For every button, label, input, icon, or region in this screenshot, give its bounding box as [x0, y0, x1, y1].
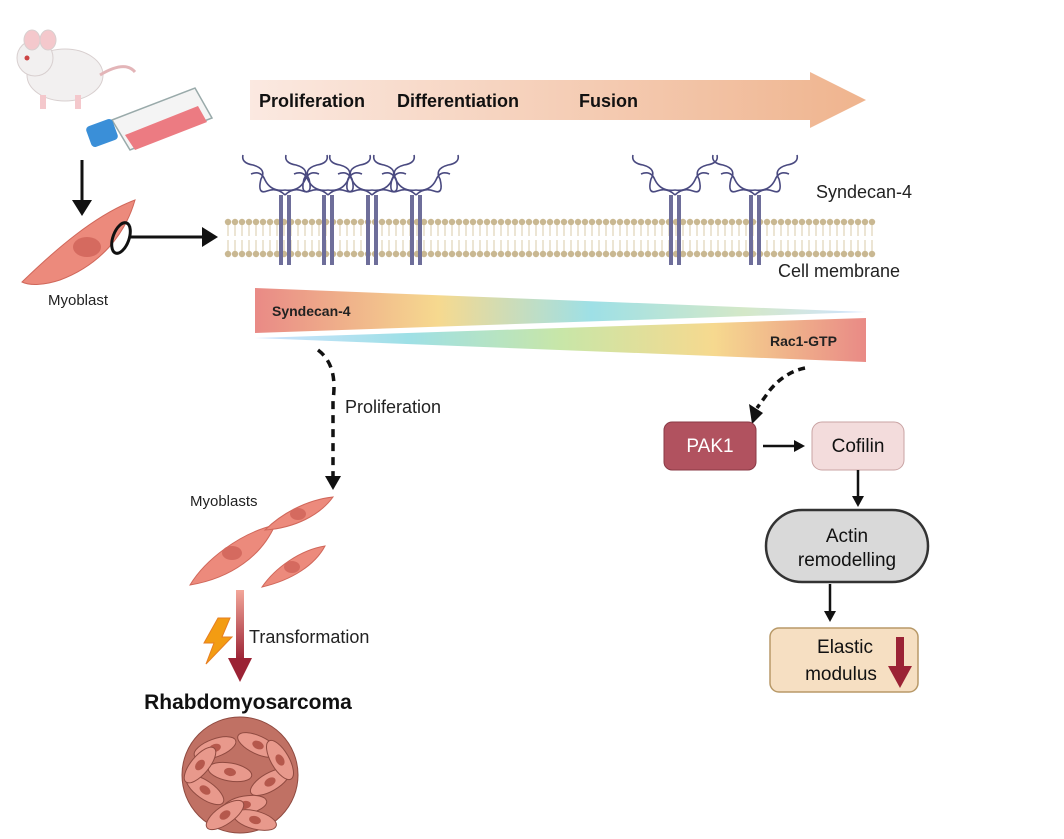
myoblast-cell [21, 199, 136, 285]
myoblasts-cells [189, 496, 335, 588]
proliferation-dashed-arrow [316, 348, 336, 478]
pak1-label: PAK1 [686, 436, 733, 457]
rac1-gtp-gradient-wedge [255, 318, 866, 362]
lightning-icon [203, 617, 234, 665]
myoblasts-label: Myoblasts [190, 493, 258, 510]
actin-label-line1: Actin [826, 526, 868, 547]
culture-flask-illustration [86, 87, 214, 151]
actin-remodelling-node: Actin remodelling [764, 508, 930, 584]
cofilin-label: Cofilin [832, 436, 885, 457]
stage-arrow [250, 72, 866, 128]
proliferation-branch-label: Proliferation [345, 397, 441, 417]
mouse-illustration [16, 29, 137, 109]
actin-label-line2: remodelling [798, 550, 896, 571]
syndecan-membrane-label: Syndecan-4 [816, 182, 912, 202]
gradient-label-rac1-gtp: Rac1-GTP [770, 333, 837, 349]
stage-label-proliferation: Proliferation [259, 91, 365, 111]
stage-label-fusion: Fusion [579, 91, 638, 111]
gradient-label-syndecan4: Syndecan-4 [272, 303, 351, 319]
pak1-node: PAK1 [663, 421, 757, 471]
transformation-label: Transformation [249, 627, 369, 647]
cell-membrane-label: Cell membrane [778, 261, 900, 281]
rhabdomyosarcoma-label: Rhabdomyosarcoma [144, 691, 352, 714]
syndecan-4-proteins [241, 154, 799, 265]
myoblast-label: Myoblast [48, 292, 109, 309]
cofilin-node: Cofilin [811, 421, 905, 471]
rac1-dashed-arrow [755, 366, 806, 410]
syndecan4-gradient-wedge [255, 288, 866, 333]
stage-label-differentiation: Differentiation [397, 91, 519, 111]
decrease-arrow-icon [888, 637, 912, 688]
elastic-modulus-node: Elastic modulus [769, 627, 919, 693]
elastic-label-line2: modulus [805, 664, 877, 685]
rhabdomyosarcoma-tumor [181, 716, 299, 834]
transformation-arrow [236, 590, 244, 660]
elastic-label-line1: Elastic [817, 637, 873, 658]
